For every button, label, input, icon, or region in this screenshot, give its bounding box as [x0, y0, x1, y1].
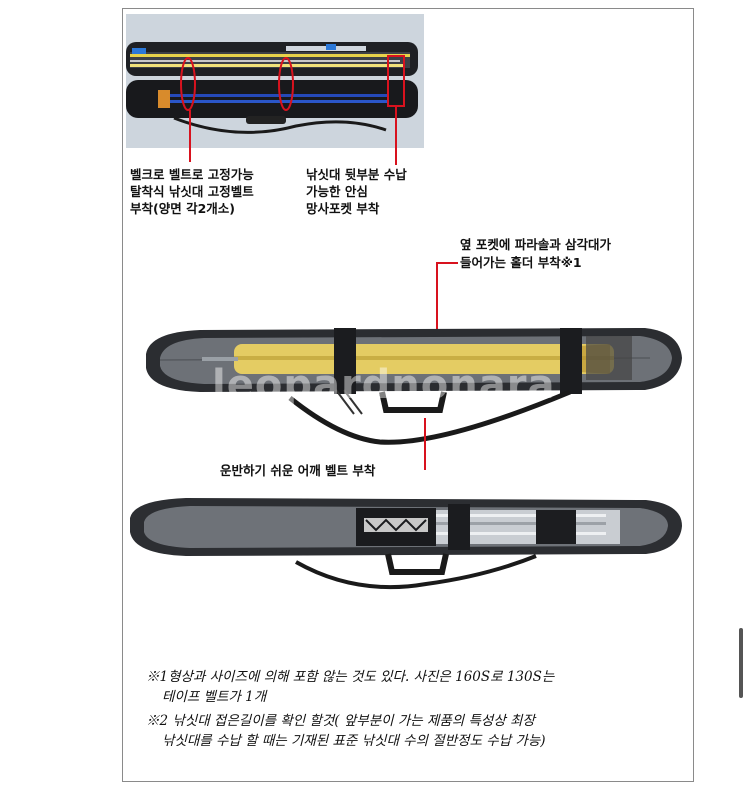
mesh-pocket-caption-2: 가능한 안심: [306, 184, 368, 199]
case-with-parasol: [140, 318, 685, 458]
velcro-belt-caption-3: 부착(양면 각2개소): [130, 201, 235, 216]
case-with-rods-illustration: [130, 498, 682, 590]
case-with-parasol-illustration: [146, 328, 682, 445]
velcro-belt-caption-2: 탈착식 낚싯대 고정벨트: [130, 184, 254, 199]
note-2-line-2: 낚싯대를 수납 할 때는 기재된 표준 낚싯대 수의 절반정도 수납 가능): [162, 733, 546, 749]
side-pocket-caption-2: 들어가는 홀더 부착※1: [460, 255, 582, 270]
shoulder-belt-caption: 운반하기 쉬운 어깨 벨트 부착: [220, 463, 376, 478]
side-pocket-caption-1: 옆 포켓에 파라솔과 삼각대가: [460, 237, 612, 252]
side-pocket-callout-line-v: [436, 262, 438, 352]
note-1-line-1: ※1형상과 사이즈에 의해 포함 않는 것도 있다. 사진은 160S로 130…: [146, 669, 555, 685]
scrollbar[interactable]: [739, 628, 743, 698]
open-case-illustration: [126, 14, 424, 148]
mesh-pocket-caption-1: 낚싯대 뒷부분 수납: [306, 167, 407, 182]
mesh-pocket-caption-3: 망사포켓 부착: [306, 201, 380, 216]
note-2-line-1: ※2 낚싯대 접은길이를 확인 할것( 앞부분이 가는 제품의 특성상 최장: [146, 713, 535, 729]
velcro-callout-line: [189, 110, 191, 162]
side-pocket-callout-line-h: [436, 262, 458, 264]
case-with-rods: [126, 492, 686, 602]
mesh-callout-line: [395, 105, 397, 165]
watermark: leopardnonara: [212, 362, 556, 408]
note-1-line-2: 테이프 벨트가 1개: [162, 689, 267, 705]
velcro-belt-caption-1: 벨크로 벨트로 고정가능: [130, 167, 254, 182]
open-case-photo: [126, 14, 424, 148]
shoulder-belt-callout-line: [424, 418, 426, 470]
